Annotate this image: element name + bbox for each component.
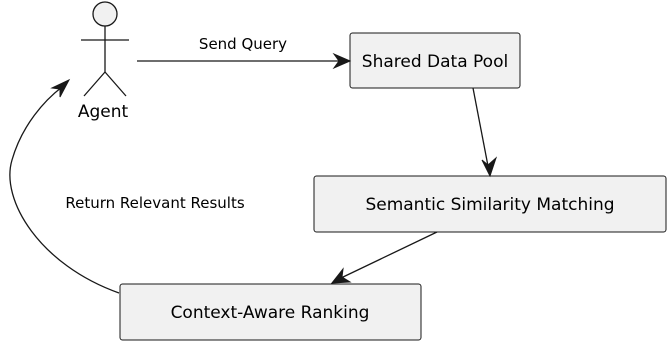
shared-data-pool-label: Shared Data Pool	[362, 52, 508, 72]
edge-send-query: Send Query	[137, 35, 352, 70]
actor-right-leg	[104, 71, 127, 97]
return-results-arrowhead	[50, 78, 71, 98]
pool-to-similarity-arrowhead	[481, 156, 498, 178]
similarity-to-ranking-line	[340, 231, 438, 279]
edge-return-results: Return Relevant Results	[9, 78, 245, 294]
actor-left-leg	[83, 71, 106, 97]
actor-head	[92, 1, 118, 27]
pool-to-similarity-line	[472, 87, 489, 167]
semantic-similarity-label: Semantic Similarity Matching	[365, 195, 614, 215]
similarity-to-ranking-arrowhead	[330, 267, 352, 284]
send-query-label: Send Query	[199, 35, 287, 53]
node-semantic-similarity-matching: Semantic Similarity Matching	[313, 175, 667, 233]
agent-label: Agent	[78, 102, 129, 122]
edge-pool-to-similarity	[472, 87, 498, 178]
node-context-aware-ranking: Context-Aware Ranking	[119, 283, 422, 341]
context-ranking-box	[119, 283, 422, 341]
return-results-label: Return Relevant Results	[65, 194, 244, 212]
node-shared-data-pool: Shared Data Pool	[349, 32, 521, 89]
return-results-curve	[9, 86, 120, 294]
send-query-arrowhead	[332, 52, 352, 70]
context-ranking-label: Context-Aware Ranking	[171, 303, 370, 323]
agent-actor	[81, 1, 129, 97]
edge-similarity-to-ranking	[330, 231, 438, 284]
